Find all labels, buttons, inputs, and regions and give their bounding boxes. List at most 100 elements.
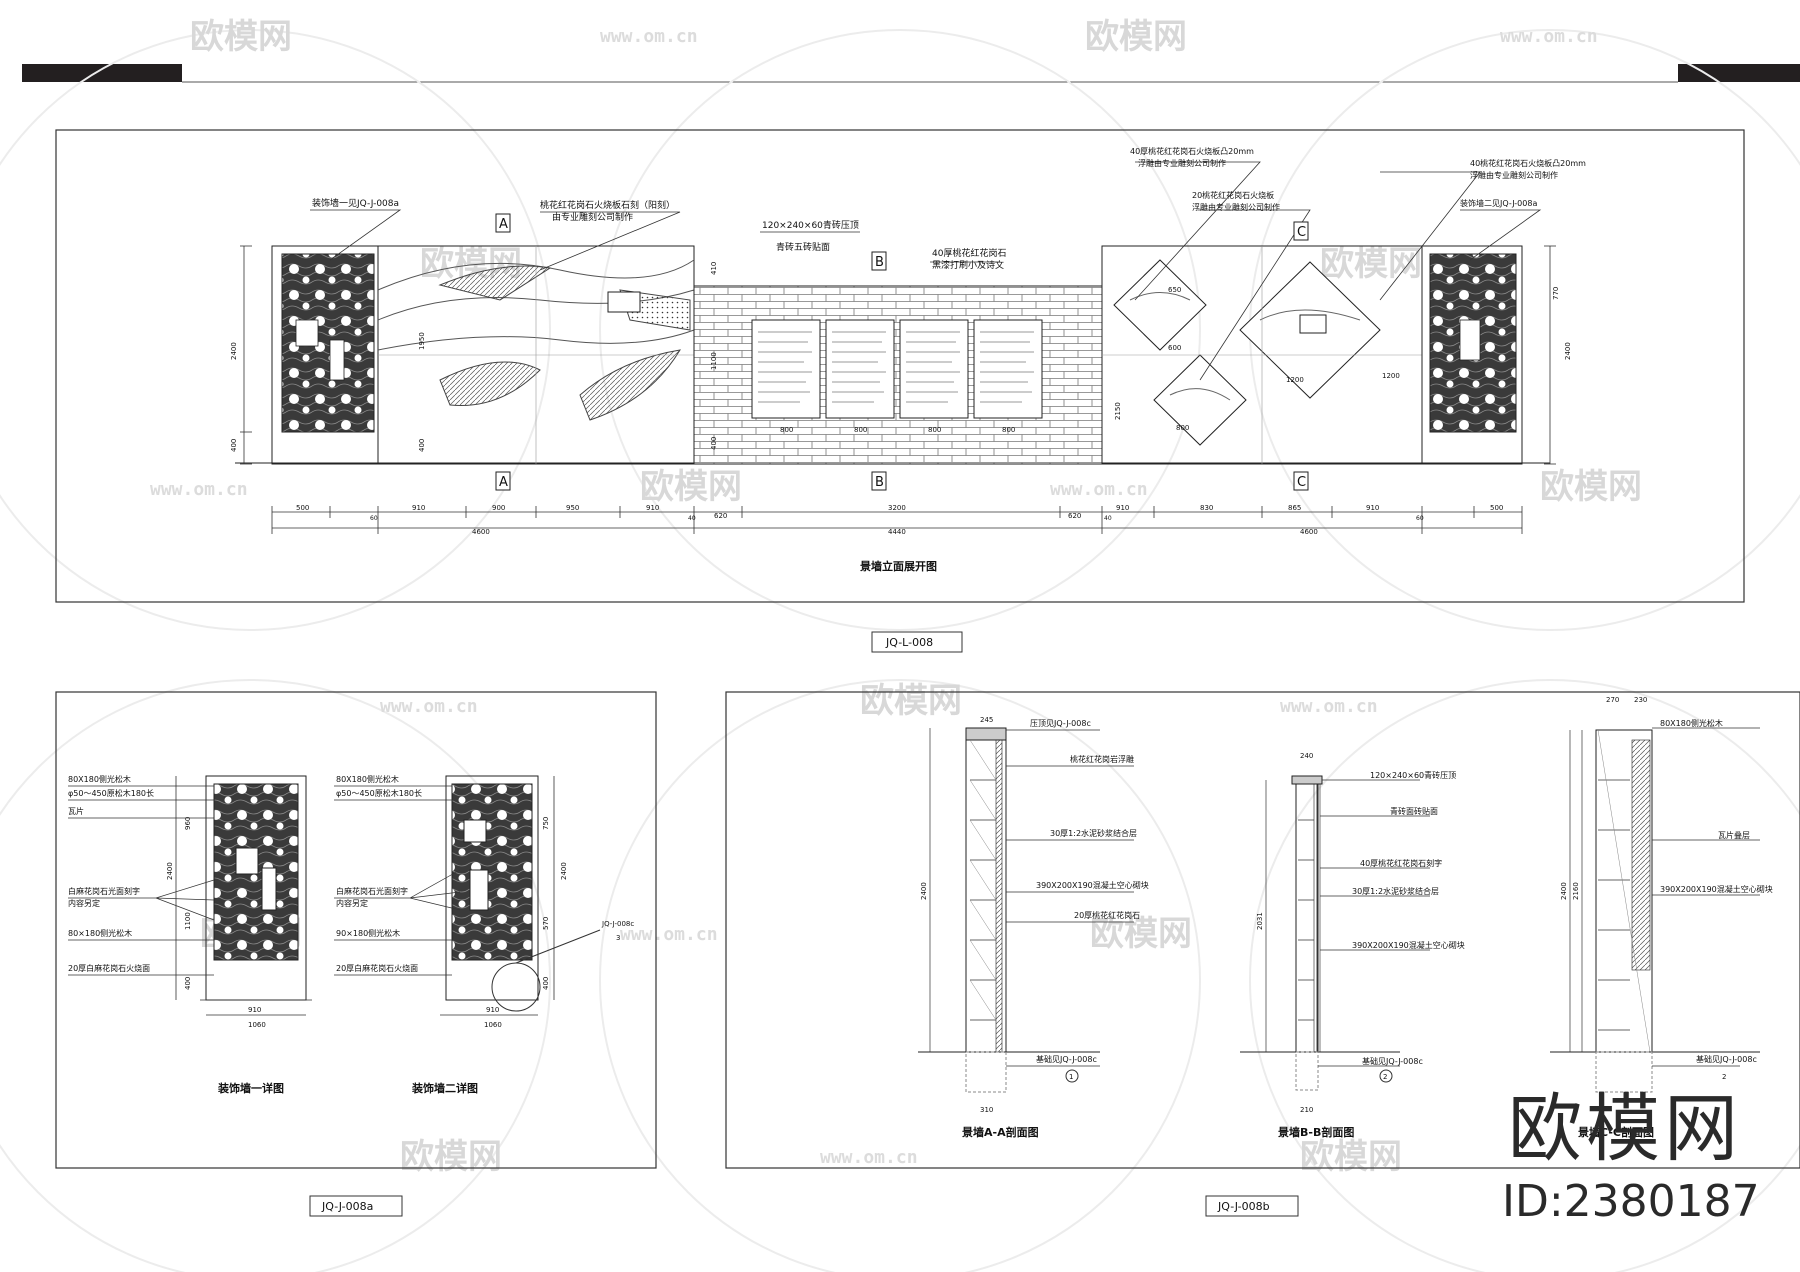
- svg-text:浮雕由专业雕刻公司制作: 浮雕由专业雕刻公司制作: [1138, 158, 1226, 168]
- svg-text:1100: 1100: [184, 912, 192, 930]
- svg-text:欧模网: 欧模网: [1300, 1137, 1402, 1177]
- svg-text:400: 400: [710, 437, 718, 450]
- svg-text:40: 40: [688, 515, 696, 522]
- svg-text:www.om.cn: www.om.cn: [150, 479, 248, 500]
- svg-text:245: 245: [980, 716, 993, 724]
- section-bb-title: 景墙B-B剖面图: [1277, 1125, 1354, 1139]
- svg-text:3: 3: [616, 934, 620, 942]
- svg-text:1950: 1950: [418, 332, 426, 350]
- svg-text:4600: 4600: [1300, 528, 1318, 536]
- svg-text:910: 910: [248, 1006, 261, 1014]
- svg-text:欧模网: 欧模网: [640, 467, 742, 507]
- svg-text:2160: 2160: [1572, 882, 1580, 900]
- svg-text:桃花红花岗岩浮雕: 桃花红花岗岩浮雕: [1070, 754, 1134, 764]
- svg-text:欧模网: 欧模网: [400, 1137, 502, 1177]
- svg-text:910: 910: [486, 1006, 499, 1014]
- svg-text:400: 400: [184, 977, 192, 990]
- section-bb-labels: 120×240×60青砖压顶 青砖面砖贴面 40厚桃花红花岗石刻字 30厚1:2…: [1256, 752, 1465, 1114]
- svg-text:2400: 2400: [230, 342, 238, 360]
- svg-text:270: 270: [1606, 696, 1619, 704]
- svg-text:910: 910: [646, 504, 659, 512]
- svg-text:865: 865: [1288, 504, 1301, 512]
- title-bar-left: [22, 64, 182, 82]
- svg-text:欧模网: 欧模网: [190, 17, 292, 57]
- wall1-labels: 80X180侧光松木 φ50～450原松木180长 瓦片 白麻花岗石光面刻字 内…: [68, 774, 154, 973]
- svg-text:310: 310: [980, 1106, 993, 1114]
- svg-text:390X200X190混凝土空心砌块: 390X200X190混凝土空心砌块: [1660, 884, 1773, 894]
- section-aa: [918, 727, 1100, 1093]
- svg-text:2400: 2400: [920, 882, 928, 900]
- svg-text:40厚桃花红花岗石刻字: 40厚桃花红花岗石刻字: [1360, 858, 1442, 868]
- svg-text:120×240×60青砖压顶: 120×240×60青砖压顶: [762, 219, 859, 231]
- elevation-title: 景墙立面展开图: [859, 559, 937, 573]
- elevation-wall-1: [271, 245, 379, 465]
- svg-text:240: 240: [1300, 752, 1313, 760]
- svg-text:基础见JQ-J-008c: 基础见JQ-J-008c: [1696, 1054, 1757, 1064]
- svg-text:500: 500: [296, 504, 309, 512]
- svg-text:B: B: [875, 475, 884, 490]
- width-dims: 500 60 910 900 950 910 40 620 3200 620 4…: [296, 504, 1503, 536]
- svg-text:JQ-J-008c: JQ-J-008c: [601, 920, 634, 928]
- svg-text:900: 900: [492, 504, 505, 512]
- svg-text:830: 830: [1200, 504, 1213, 512]
- section-cc: [1550, 729, 1760, 1093]
- svg-text:装饰墙一见JQ-J-008a: 装饰墙一见JQ-J-008a: [312, 197, 399, 209]
- svg-text:1: 1: [1069, 1073, 1073, 1081]
- wall1-detail: [175, 775, 312, 1016]
- svg-text:欧模网: 欧模网: [1540, 467, 1642, 507]
- svg-text:由专业雕刻公司制作: 由专业雕刻公司制作: [552, 211, 633, 223]
- svg-text:压顶见JQ-J-008c: 压顶见JQ-J-008c: [1030, 719, 1091, 728]
- svg-text:3200: 3200: [888, 504, 906, 512]
- svg-text:60: 60: [1416, 515, 1424, 522]
- svg-text:770: 770: [1552, 287, 1560, 300]
- svg-text:800: 800: [928, 426, 941, 434]
- svg-text:620: 620: [714, 512, 727, 520]
- svg-text:瓦片: 瓦片: [68, 806, 84, 816]
- elevation-diamond-panel: [1101, 245, 1423, 465]
- svg-text:80X180侧光松木: 80X180侧光松木: [1660, 718, 1723, 728]
- svg-text:800: 800: [1176, 424, 1189, 432]
- wall2-labels: 80X180侧光松木 φ50～450原松木180长 白麻花岗石光面刻字 内容另定…: [336, 774, 634, 973]
- svg-text:570: 570: [542, 917, 550, 930]
- section-bb: [1240, 775, 1400, 1091]
- svg-text:410: 410: [710, 262, 718, 275]
- svg-text:800: 800: [780, 426, 793, 434]
- brand-watermark: 欧模网 ID:2380187: [1502, 1092, 1760, 1224]
- bottom-left-frame: [55, 691, 657, 1169]
- svg-text:400: 400: [418, 439, 426, 452]
- sheet-code-bl: JQ-J-008a: [321, 1200, 373, 1213]
- wall2-detail: [440, 775, 601, 1016]
- svg-text:www.om.cn: www.om.cn: [820, 1147, 918, 1168]
- section-cc-labels: 80X180侧光松木 瓦片叠层 390X200X190混凝土空心砌块 基础见JQ…: [1560, 696, 1773, 1081]
- svg-text:20桃花红花岗石火烧板: 20桃花红花岗石火烧板: [1192, 190, 1274, 200]
- elevation-wall-2: [1421, 245, 1523, 465]
- svg-text:40厚桃花红花岗石: 40厚桃花红花岗石: [932, 247, 1006, 259]
- svg-text:910: 910: [1366, 504, 1379, 512]
- svg-text:瓦片叠层: 瓦片叠层: [1718, 830, 1750, 840]
- svg-text:800: 800: [1002, 426, 1015, 434]
- sheet-code-br: JQ-J-008b: [1217, 1200, 1270, 1213]
- svg-text:桃花红花岗石火烧板石刻（阳刻）: 桃花红花岗石火烧板石刻（阳刻）: [540, 199, 675, 211]
- wall1-title: 装饰墙一详图: [217, 1081, 284, 1095]
- svg-text:www.om.cn: www.om.cn: [620, 924, 718, 945]
- svg-text:90×180侧光松木: 90×180侧光松木: [336, 928, 400, 938]
- svg-text:φ50～450原松木180长: φ50～450原松木180长: [336, 788, 422, 798]
- svg-text:www.om.cn: www.om.cn: [600, 26, 698, 47]
- svg-text:基础见JQ-J-008c: 基础见JQ-J-008c: [1036, 1054, 1097, 1064]
- bottom-left-dims: 910 1060 910 1060 2400 960 1100 400 2400…: [166, 817, 568, 1029]
- svg-text:B: B: [875, 255, 884, 270]
- elevation-relief-panel: [377, 245, 695, 465]
- svg-text:400: 400: [230, 439, 238, 452]
- svg-text:80×180侧光松木: 80×180侧光松木: [68, 928, 132, 938]
- svg-text:4440: 4440: [888, 528, 906, 536]
- svg-text:80X180侧光松木: 80X180侧光松木: [68, 774, 131, 784]
- svg-text:内容另定: 内容另定: [68, 898, 100, 908]
- svg-text:www.om.cn: www.om.cn: [1280, 696, 1378, 717]
- svg-text:2031: 2031: [1256, 912, 1264, 930]
- svg-text:390X200X190混凝土空心砌块: 390X200X190混凝土空心砌块: [1352, 940, 1465, 950]
- svg-text:230: 230: [1634, 696, 1647, 704]
- svg-text:欧模网: 欧模网: [860, 681, 962, 721]
- watermarks: 欧模网 www.om.cn 欧模网 www.om.cn 欧模网 欧模网 www.…: [150, 17, 1642, 1177]
- svg-text:装饰墙二见JQ-J-008a: 装饰墙二见JQ-J-008a: [1460, 198, 1537, 208]
- section-marks: A A B B C C: [495, 213, 1309, 491]
